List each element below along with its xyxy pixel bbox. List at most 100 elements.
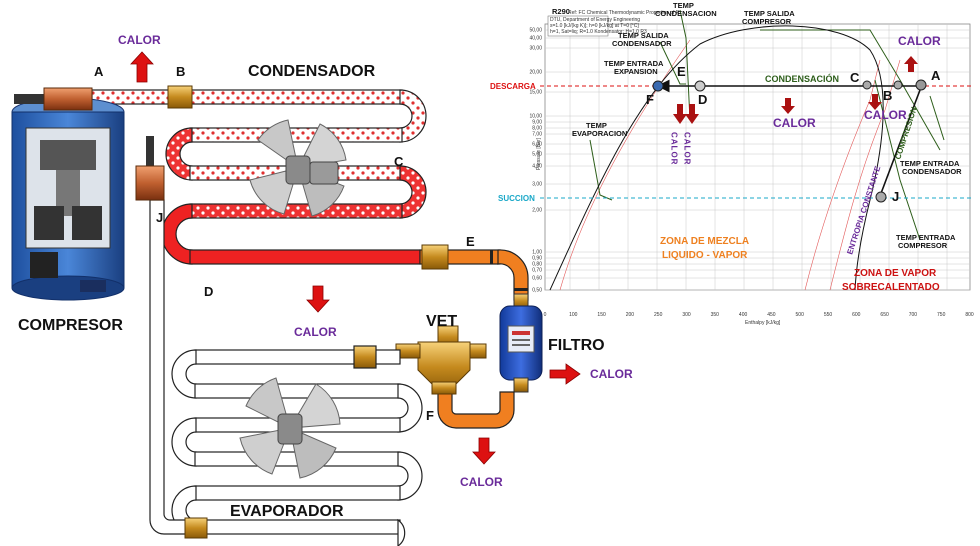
x-tick-label: 150	[597, 312, 606, 318]
ph-heat-arrows	[673, 56, 918, 124]
discharge-line	[91, 89, 403, 105]
zona-vapor-1: ZONA DE VAPOR	[854, 268, 937, 279]
x-tick-label: 200	[626, 312, 635, 318]
fitting-b	[167, 85, 193, 109]
descarga-label: DESCARGA	[490, 82, 536, 91]
temp-evaporacion-1: TEMP	[586, 121, 607, 130]
zona-mezcla-2: LIQUIDO - VAPOR	[662, 250, 748, 261]
x-tick-label: 600	[852, 312, 861, 318]
x-axis-label: Enthalpy [kJ/kg]	[745, 320, 781, 326]
ph-point-b: B	[883, 88, 892, 103]
point-d-label: D	[204, 284, 213, 299]
heat-label-liquid: CALOR	[460, 475, 503, 489]
temp-evaporacion-2: EVAPORACION	[572, 129, 627, 138]
ph-header-line-1: DTU, Department of Energy Engineering	[550, 17, 640, 23]
x-tick-label: 300	[682, 312, 691, 318]
heat-label-filter: CALOR	[590, 367, 633, 381]
point-a-label: A	[94, 64, 104, 79]
x-tick-label: 450	[767, 312, 776, 318]
point-c-marker	[862, 80, 872, 90]
isentropes	[559, 39, 901, 291]
x-tick-label: 250	[654, 312, 663, 318]
ph-point-e: E	[677, 64, 686, 79]
compressor-label: COMPRESOR	[18, 317, 123, 334]
y-tick-label: 30,00	[529, 46, 542, 52]
saturation-dome	[549, 25, 884, 291]
y-tick-label: 4,00	[532, 164, 542, 170]
ph-header-title: R290	[552, 7, 570, 16]
y-tick-label: 5,00	[532, 152, 542, 158]
x-tick-label: 500	[796, 312, 805, 318]
ph-calor-vertical-1: CALOR	[670, 132, 679, 165]
zona-mezcla-1: ZONA DE MEZCLA	[660, 236, 749, 247]
x-tick-label: 650	[880, 312, 889, 318]
point-j-label: J	[156, 210, 163, 225]
ph-calor-vertical: CALOR CALOR	[670, 132, 692, 165]
condenser-label: CONDENSADOR	[248, 63, 376, 80]
x-tick-label: 800	[965, 312, 974, 318]
ph-header-line-0: Ref: FC Chemical Thermodynamic Propertie…	[568, 10, 680, 16]
temp-salida-condensador-1: TEMP SALIDA	[618, 31, 669, 40]
y-tick-label: 50,00	[529, 28, 542, 34]
y-tick-label: 7,00	[532, 132, 542, 138]
ph-calor-b: CALOR	[864, 108, 907, 122]
point-f-label: F	[426, 408, 434, 423]
heat-arrows-circuit	[130, 51, 581, 465]
y-tick-label: 6,00	[532, 142, 542, 148]
ph-calor-vertical-2: CALOR	[683, 132, 692, 165]
x-tick-label: 400	[739, 312, 748, 318]
ph-point-j: J	[892, 189, 899, 204]
evaporator-fan	[239, 377, 341, 479]
evaporator-label: EVAPORADOR	[230, 503, 344, 520]
point-b-label: B	[176, 64, 185, 79]
x-tick-label: 350	[711, 312, 720, 318]
y-tick-label: 0,90	[532, 256, 542, 262]
y-tick-label: 0,80	[532, 262, 542, 268]
ph-header-line-3: h=1, Sat=liq; R=1.0 Kondensator; H=1.0 R…	[550, 29, 647, 35]
temp-entrada-compresor-1: TEMP ENTRADA	[896, 233, 956, 242]
heat-label-condenser: CALOR	[294, 325, 337, 339]
temp-entrada-expansion-2: EXPANSION	[614, 67, 658, 76]
point-c-label: C	[394, 154, 404, 169]
y-tick-label: 0,70	[532, 268, 542, 274]
y-tick-label: 10,00	[529, 114, 542, 120]
filter-label: FILTRO	[548, 337, 605, 354]
y-tick-label: 40,00	[529, 36, 542, 42]
point-f-marker	[652, 80, 664, 92]
ph-point-d: D	[698, 92, 707, 107]
evaporator-coil	[171, 345, 423, 546]
fitting-e	[421, 244, 449, 270]
temp-salida-compresor-1: TEMP SALIDA	[744, 9, 795, 18]
temp-salida-compresor-2: COMPRESOR	[742, 17, 792, 26]
compressor	[11, 87, 165, 301]
compression-path	[879, 89, 921, 197]
y-tick-label: 2,00	[532, 208, 542, 214]
ph-diagram: R290 Ref: FC Chemical Thermodynamic Prop…	[490, 1, 974, 326]
condensacion-label: CONDENSACIÓN	[765, 73, 839, 84]
x-tick-label: 0	[544, 312, 547, 318]
y-tick-label: 0,60	[532, 276, 542, 282]
temp-entrada-condensador-1: TEMP ENTRADA	[900, 159, 960, 168]
expansion-valve	[395, 325, 487, 395]
temp-condensacion-1: TEMP	[673, 1, 694, 10]
point-j-marker	[875, 191, 887, 203]
suction-line	[149, 199, 197, 535]
y-tick-label: 15,00	[529, 90, 542, 96]
ph-point-c: C	[850, 70, 860, 85]
y-tick-label: 1,00	[532, 250, 542, 256]
heat-label-discharge: CALOR	[118, 33, 161, 47]
y-tick-label: 8,00	[532, 126, 542, 132]
y-tick-labels: 50,0040,0030,0020,0015,0010,009,008,007,…	[529, 28, 542, 294]
filter-drier	[499, 293, 543, 393]
y-tick-label: 0,50	[532, 288, 542, 294]
y-tick-label: 3,00	[532, 182, 542, 188]
ph-calor-center: CALOR	[773, 116, 816, 130]
ph-point-a: A	[931, 68, 941, 83]
temp-condensacion-2: CONDENSACION	[655, 9, 717, 18]
grid-horizontal	[545, 29, 970, 291]
isotherms	[589, 9, 945, 241]
x-tick-label: 550	[824, 312, 833, 318]
ph-calor-a: CALOR	[898, 34, 941, 48]
